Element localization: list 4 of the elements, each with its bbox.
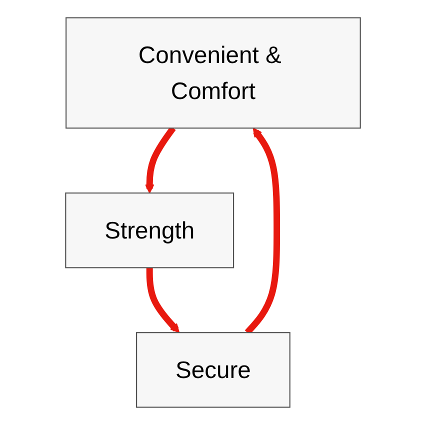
node-box: Secure	[136, 332, 290, 408]
arrow	[146, 268, 180, 334]
node-box: Convenient & Comfort	[65, 17, 360, 129]
node-box: Strength	[64, 192, 234, 268]
